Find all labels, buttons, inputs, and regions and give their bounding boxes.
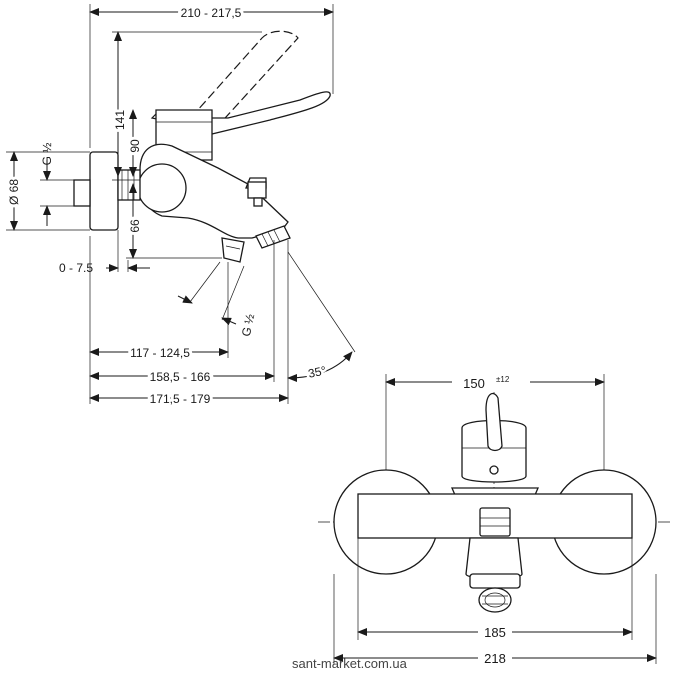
dim-thread-top: G ½ (40, 143, 54, 166)
watermark: sant-market.com.ua (292, 656, 408, 671)
union-nut (117, 169, 141, 201)
dim-height-66: 66 (128, 219, 142, 233)
dim-width-171: 171,5 - 179 (150, 392, 211, 406)
dim-offset: 0 - 7.5 (59, 261, 93, 275)
front-view: 150 ±12 185 218 (318, 370, 672, 666)
dim-spacing: 150 (463, 376, 485, 391)
front-spout (465, 537, 523, 580)
wall-flange (89, 151, 119, 231)
body-cap (137, 163, 187, 213)
temp-indicator (489, 465, 499, 475)
front-cartridge (461, 419, 527, 483)
side-view: 210 - 217,5 141 90 66 Ø 68 G ½ 0 - 7.5 (4, 3, 356, 409)
wall-pipe (73, 179, 91, 207)
front-diverter (479, 507, 511, 537)
dim-spacing-tolerance: ±12 (496, 375, 510, 384)
front-lever (485, 392, 503, 452)
dim-angle: 35° (307, 363, 328, 381)
dim-width-158: 158,5 - 166 (150, 370, 211, 384)
dim-width-218: 218 (484, 651, 506, 666)
spout-aerator (255, 225, 291, 249)
dim-width-117: 117 - 124,5 (130, 346, 190, 360)
dim-total-width: 210 - 217,5 (181, 6, 242, 20)
lever-alternate-position (150, 30, 299, 131)
front-aerator (478, 587, 512, 613)
dim-height-90: 90 (128, 139, 142, 153)
dim-thread-bottom: G ½ (239, 313, 257, 338)
dim-height-141: 141 (113, 110, 127, 130)
dim-diameter-68: Ø 68 (7, 179, 21, 205)
hose-outlet (221, 237, 245, 263)
dim-width-185: 185 (484, 625, 506, 640)
